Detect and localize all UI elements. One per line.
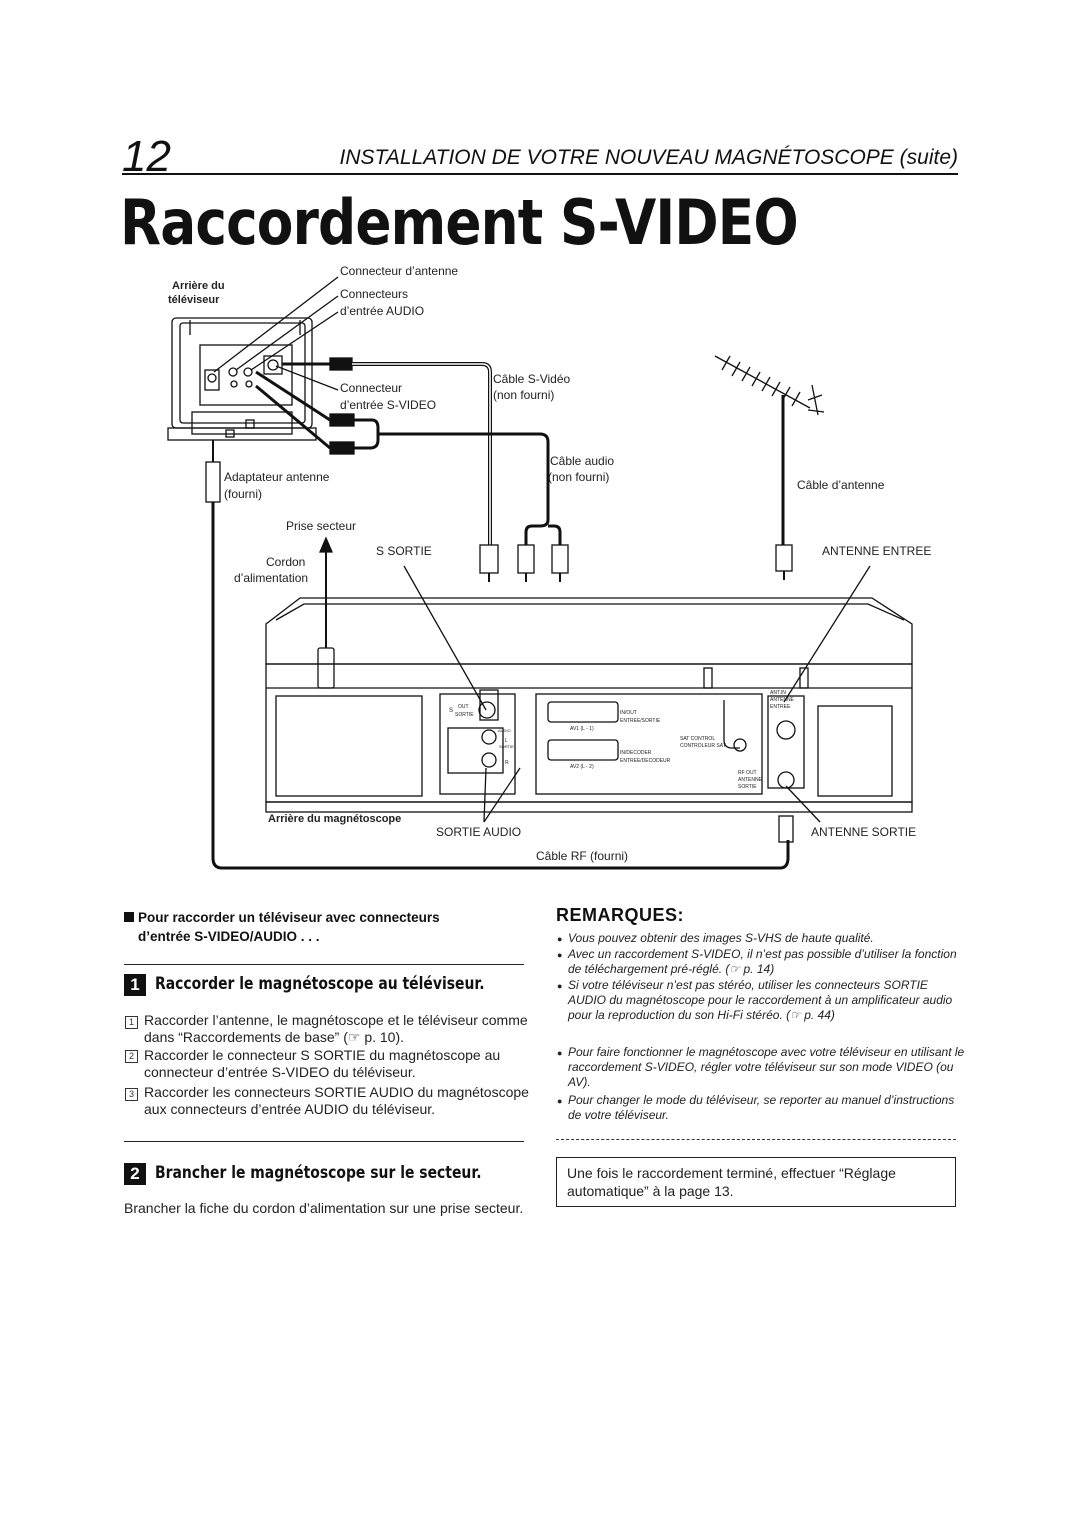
divider <box>556 1139 956 1140</box>
panel-ant-in-c: ENTREE <box>770 704 791 710</box>
intro-line-1: Pour raccorder un téléviseur avec connec… <box>138 910 440 925</box>
panel-rf-out-b: ANTENNE <box>738 777 763 783</box>
rf-cable-label: Câble RF (fourni) <box>536 849 628 863</box>
remark-5: Pour changer le mode du téléviseur, se r… <box>568 1093 955 1122</box>
step-1-title: Raccorder le magnétoscope au téléviseur. <box>155 974 485 994</box>
panel-s-letter: S <box>449 708 453 714</box>
item-2-text: Raccorder le connecteur S SORTIE du magn… <box>144 1047 501 1080</box>
section-title: INSTALLATION DE VOTRE NOUVEAU MAGNÉTOSCO… <box>339 146 958 169</box>
panel-inout-b: ENTREE/SORTIE <box>620 718 661 724</box>
antenna-connector-label: Connecteur d’antenne <box>340 264 458 278</box>
bullet-icon: ● <box>557 950 563 960</box>
panel-dec-b: ENTREE/DECODEUR <box>620 758 671 764</box>
intro-line-2: d’entrée S-VIDEO/AUDIO . . . <box>138 929 320 944</box>
remark-3: Si votre téléviseur n’est pas stéréo, ut… <box>568 978 953 1022</box>
remark-1: Vous pouvez obtenir des images S-VHS de … <box>568 931 874 945</box>
panel-av2: AV2 (L - 2) <box>570 764 594 770</box>
svideo-in-label-1: Connecteur <box>340 381 402 395</box>
panel-ant-in-a: ANT.IN <box>770 690 786 696</box>
panel-sat-a: SAT CONTROL <box>680 736 715 742</box>
audio-in-label-2: d’entrée AUDIO <box>340 304 424 318</box>
cord-label-1: Cordon <box>266 555 305 569</box>
item-2-number: 2 <box>125 1050 138 1063</box>
antenna-out-label: ANTENNE SORTIE <box>811 825 916 839</box>
divider <box>124 1141 524 1142</box>
tv-label-1: Arrière du <box>172 280 225 292</box>
adapter-label-1: Adaptateur antenne <box>224 470 330 484</box>
page-title: Raccordement S-VIDEO <box>120 186 799 259</box>
antenna-cable-label: Câble d’antenne <box>797 478 885 492</box>
step-1-number: 1 <box>124 974 146 996</box>
item-3-number: 3 <box>125 1088 138 1101</box>
remark-4: Pour faire fonctionner le magnétoscope a… <box>568 1045 965 1089</box>
bullet-icon: ● <box>557 934 563 944</box>
panel-s-out-a: OUT <box>458 704 469 710</box>
svideo-cable-label-2: (non fourni) <box>493 388 554 402</box>
tv-label-2: téléviseur <box>168 294 220 306</box>
outlet-label: Prise secteur <box>286 519 356 533</box>
item-1-number: 1 <box>125 1016 138 1029</box>
cord-label-2: d’alimentation <box>234 571 308 585</box>
square-bullet-icon <box>124 912 134 922</box>
divider <box>124 964 524 965</box>
completion-note: Une fois le raccordement terminé, effect… <box>556 1157 956 1207</box>
bullet-icon: ● <box>557 1096 563 1106</box>
svideo-in-label-2: d’entrée S-VIDEO <box>340 398 436 412</box>
s-out-label: S SORTIE <box>376 544 432 558</box>
panel-rf-out-a: RF OUT <box>738 770 757 776</box>
audio-out-label: SORTIE AUDIO <box>436 825 521 839</box>
panel-sat-b: CONTROLEUR SAT <box>680 743 726 749</box>
item-1-text: Raccorder l’antenne, le magnétoscope et … <box>144 1012 528 1045</box>
panel-inout-a: IN/OUT <box>620 710 637 716</box>
remark-2: Avec un raccordement S-VIDEO, il n’est p… <box>568 947 957 976</box>
panel-audio-l: L <box>505 738 508 744</box>
step-2-text: Brancher la fiche du cordon d’alimentati… <box>124 1200 524 1216</box>
panel-audio-r: R <box>505 760 509 766</box>
audio-in-label-1: Connecteurs <box>340 287 408 301</box>
bullet-icon: ● <box>557 981 563 991</box>
header-rule <box>122 173 958 175</box>
tv-back-illustration <box>167 317 317 441</box>
intro-text: Pour raccorder un téléviseur avec connec… <box>124 908 524 946</box>
audio-cable-label-2: (non fourni) <box>548 470 609 484</box>
remarks-title: REMARQUES: <box>556 905 685 925</box>
adapter-label-2: (fourni) <box>224 487 262 501</box>
item-3-text: Raccorder les connecteurs SORTIE AUDIO d… <box>144 1084 529 1117</box>
vcr-label: Arrière du magnétoscope <box>268 813 401 825</box>
panel-rf-out-c: SORTIE <box>738 784 757 790</box>
audio-cable-label-1: Câble audio <box>550 454 614 468</box>
panel-audio-b: SORTIE <box>499 744 514 749</box>
step-2-number: 2 <box>124 1163 146 1185</box>
page-number: 12 <box>122 132 171 181</box>
svideo-cable-label-1: Câble S-Vidéo <box>493 372 570 386</box>
panel-audio-a: AUDIO <box>498 728 511 733</box>
panel-s-out-b: SORTIE <box>455 712 474 718</box>
bullet-icon: ● <box>557 1048 563 1058</box>
antenna-in-label: ANTENNE ENTREE <box>822 544 931 558</box>
connection-diagram: Arrière du téléviseur Connecteur d’anten… <box>167 264 931 870</box>
step-2-title: Brancher le magnétoscope sur le secteur. <box>155 1163 482 1183</box>
panel-ant-in-b: ANTENNE <box>770 697 795 703</box>
panel-av1: AV1 (L - 1) <box>570 726 594 732</box>
panel-dec-a: IN/DECODER <box>620 750 652 756</box>
